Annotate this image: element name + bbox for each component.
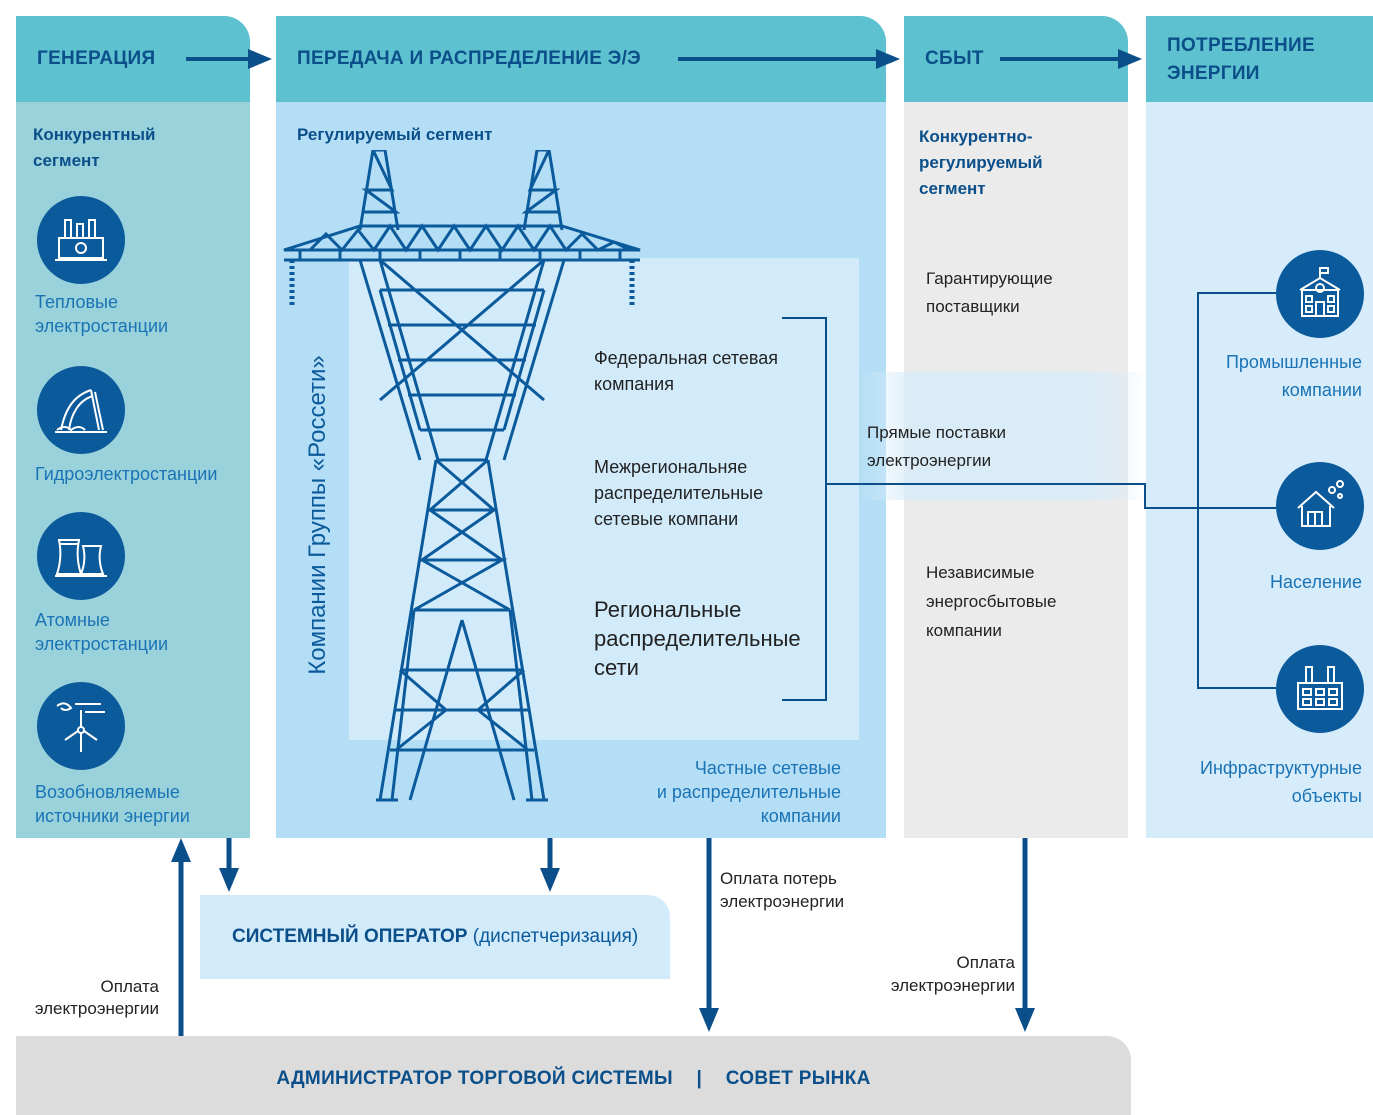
sales-segment-3: сегмент bbox=[919, 179, 986, 198]
industrial-company-label-1: Промышленные bbox=[1225, 352, 1362, 372]
system-operator-box bbox=[200, 895, 670, 979]
interregional-company-3: сетевые компани bbox=[594, 509, 739, 529]
guaranteeing-suppliers-2: поставщики bbox=[926, 297, 1020, 316]
transmission-segment: Регулируемый сегмент bbox=[297, 125, 493, 144]
header-transmission-title: ПЕРЕДАЧА И РАСПРЕДЕЛЕНИЕ Э/Э bbox=[297, 48, 641, 69]
industrial-company-icon bbox=[1276, 250, 1364, 338]
thermal-plant-label-1: Тепловые bbox=[35, 292, 118, 312]
payment-right-1: Оплата bbox=[956, 953, 1015, 972]
market-council-title: СОВЕТ РЫНКА bbox=[725, 1068, 871, 1089]
private-companies-2: и распределительные bbox=[656, 782, 841, 802]
federal-grid-company-1: Федеральная сетевая bbox=[594, 348, 778, 368]
federal-grid-company-2: компания bbox=[594, 374, 674, 394]
household-icon bbox=[1276, 462, 1364, 550]
thermal-plant-icon bbox=[37, 196, 125, 284]
header-consumption-title-2: ЭНЕРГИИ bbox=[1167, 63, 1260, 84]
infrastructure-label-2: объекты bbox=[1291, 786, 1362, 806]
administrator-bar bbox=[16, 1036, 1131, 1115]
administrator-label: АДМИНИСТРАТОР ТОРГОВОЙ СИСТЕМЫ | СОВЕТ Р… bbox=[16, 1068, 1131, 1090]
guaranteeing-suppliers-1: Гарантирующие bbox=[926, 269, 1053, 288]
independent-sales-1: Независимые bbox=[926, 563, 1035, 582]
interregional-company-1: Межрегиональняе bbox=[594, 457, 748, 477]
payment-left-2: электроэнергии bbox=[34, 999, 159, 1018]
system-operator-subtitle: (диспетчеризация) bbox=[472, 926, 639, 947]
renewable-energy-label-1: Возобновляемые bbox=[35, 782, 180, 802]
administrator-separator: | bbox=[696, 1068, 703, 1089]
payment-losses-2: электроэнергии bbox=[720, 892, 845, 911]
generation-segment-1: Конкурентный bbox=[33, 125, 156, 144]
infrastructure-icon bbox=[1276, 645, 1364, 733]
nuclear-plant-label-2: электростанции bbox=[35, 634, 169, 654]
header-sales-title: СБЫТ bbox=[925, 48, 984, 69]
system-operator-label: СИСТЕМНЫЙ ОПЕРАТОР (диспетчеризация) bbox=[232, 926, 638, 948]
header-generation-title: ГЕНЕРАЦИЯ bbox=[37, 48, 156, 69]
interregional-company-2: распределительные bbox=[594, 483, 764, 503]
payment-right-2: электроэнергии bbox=[890, 976, 1015, 995]
renewable-energy-label-2: источники энергии bbox=[35, 806, 190, 826]
administrator-title: АДМИНИСТРАТОР ТОРГОВОЙ СИСТЕМЫ bbox=[276, 1068, 673, 1089]
nuclear-plant-icon bbox=[37, 512, 125, 600]
payment-left-1: Оплата bbox=[100, 977, 159, 996]
header-arrows bbox=[186, 49, 1142, 69]
hydro-plant-icon bbox=[37, 366, 125, 454]
independent-sales-2: энергосбытовые bbox=[926, 592, 1057, 611]
private-companies-3: компании bbox=[760, 806, 841, 826]
sales-segment-1: Конкурентно- bbox=[919, 127, 1033, 146]
payment-losses-1: Оплата потерь bbox=[720, 869, 837, 888]
direct-supply-1: Прямые поставки bbox=[867, 423, 1006, 442]
private-companies-1: Частные сетевые bbox=[694, 758, 841, 778]
infrastructure-label-1: Инфраструктурные bbox=[1200, 758, 1362, 778]
household-label: Население bbox=[1270, 572, 1362, 592]
system-operator-title: СИСТЕМНЫЙ ОПЕРАТОР bbox=[232, 926, 468, 947]
industrial-company-label-2: компании bbox=[1281, 380, 1362, 400]
header-consumption-title-1: ПОТРЕБЛЕНИЕ bbox=[1167, 35, 1315, 56]
independent-sales-3: компании bbox=[926, 621, 1002, 640]
direct-supply-band bbox=[859, 372, 1146, 500]
hydro-plant-label: Гидроэлектростанции bbox=[35, 464, 218, 484]
header-consumption bbox=[1146, 16, 1373, 102]
renewable-energy-icon bbox=[37, 682, 125, 770]
sales-segment-2: регулируемый bbox=[919, 153, 1043, 172]
transmission-tower-icon bbox=[283, 150, 641, 802]
thermal-plant-label-2: электростанции bbox=[35, 316, 169, 336]
nuclear-plant-label-1: Атомные bbox=[35, 610, 110, 630]
regional-grid-3: сети bbox=[594, 655, 639, 680]
direct-supply-2: электроэнергии bbox=[867, 451, 992, 470]
regional-grid-1: Региональные bbox=[594, 597, 742, 622]
regional-grid-2: распределительные bbox=[594, 626, 801, 651]
generation-segment-2: сегмент bbox=[33, 151, 100, 170]
transmission-inner-panel bbox=[349, 258, 859, 740]
